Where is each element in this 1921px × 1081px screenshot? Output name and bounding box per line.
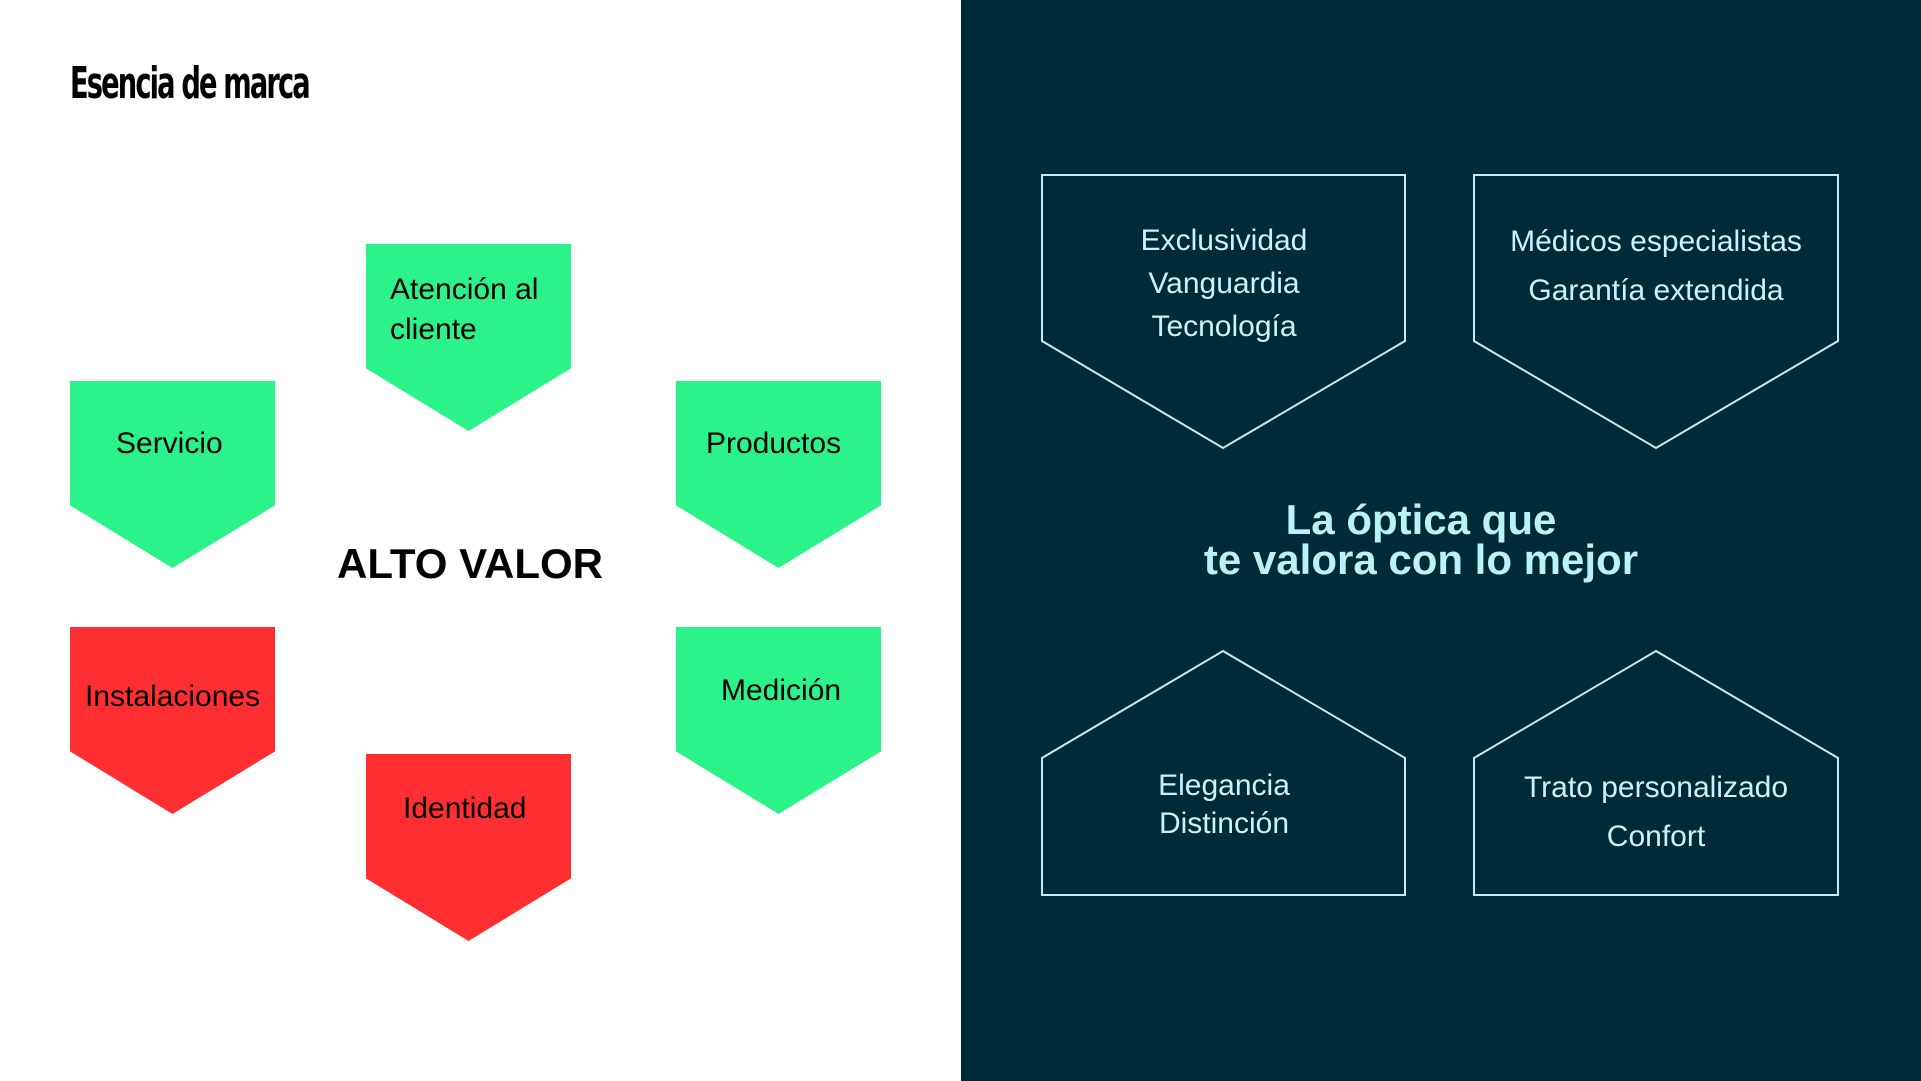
values-bottom-left: Elegancia Distinción — [1043, 767, 1405, 843]
value-text: Médicos especialistas — [1510, 225, 1802, 258]
value-outlines — [1041, 174, 1839, 896]
page-title: Esencia de marca — [70, 58, 311, 109]
center-label: ALTO VALOR — [337, 540, 603, 587]
value-text: Garantía extendida — [1528, 274, 1784, 307]
outline-top-right — [1473, 174, 1839, 450]
pillar-label: Atención al cliente — [390, 273, 539, 346]
tagline-line: La óptica que — [1285, 496, 1557, 543]
pillar-label: Servicio — [116, 427, 223, 460]
pillar-servicio: Servicio — [70, 381, 275, 568]
value-text: Elegancia — [1158, 769, 1290, 802]
pillar-label: Productos — [706, 427, 842, 460]
outline-bottom-right — [1473, 649, 1839, 896]
tagline-line: te valora con lo mejor — [1203, 536, 1639, 583]
value-text: Confort — [1606, 820, 1706, 853]
value-text: Vanguardia — [1148, 267, 1300, 300]
outline-top-left — [1041, 174, 1406, 450]
pillar-label: Identidad — [403, 792, 527, 825]
pillar-instalaciones: Instalaciones — [70, 627, 275, 814]
pillar-label: Medición — [721, 674, 842, 707]
tagline: La óptica que te valora con lo mejor — [1141, 496, 1701, 583]
pillar-atencion-al-cliente: Atención al cliente — [366, 244, 571, 431]
pillar-identidad: Identidad — [366, 754, 571, 941]
pillar-productos: Productos — [676, 381, 881, 568]
pillar-medicion: Medición — [676, 627, 881, 814]
values-top-left: Exclusividad Vanguardia Tecnología — [1043, 219, 1405, 348]
values-bottom-right: Trato personalizado Confort — [1475, 763, 1837, 861]
value-text: Tecnología — [1151, 310, 1297, 343]
value-text: Exclusividad — [1140, 224, 1308, 257]
outline-bottom-left — [1041, 649, 1406, 896]
value-text: Distinción — [1158, 807, 1290, 840]
values-top-right: Médicos especialistas Garantía extendida — [1475, 217, 1837, 315]
pillar-label: Instalaciones — [85, 680, 261, 713]
values-panel: Exclusividad Vanguardia Tecnología Médic… — [961, 0, 1921, 1081]
value-text: Trato personalizado — [1523, 771, 1789, 804]
